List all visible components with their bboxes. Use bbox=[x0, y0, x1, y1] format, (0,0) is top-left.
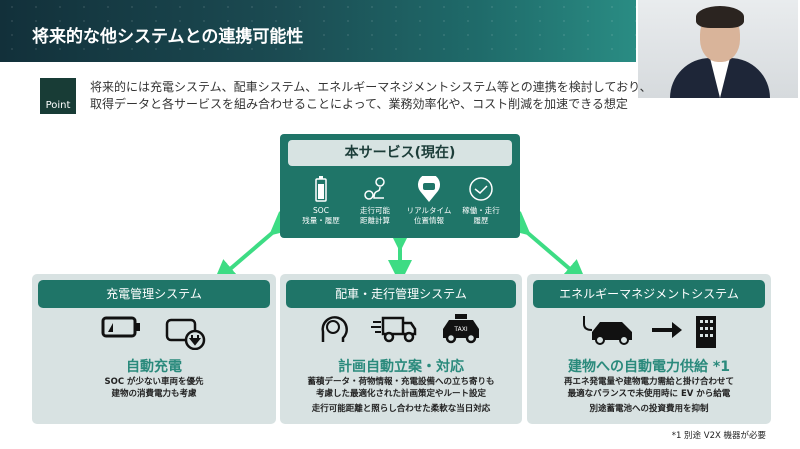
delivery-truck-icon bbox=[371, 316, 417, 343]
taxi-icon: TAXI bbox=[443, 314, 479, 344]
taxi-label: TAXI bbox=[453, 326, 467, 333]
ai-head-icon bbox=[321, 316, 348, 342]
card-desc: 別途蓄電池への投資費用を抑制 bbox=[589, 404, 709, 414]
feature-label: SOC bbox=[313, 206, 329, 215]
current-service-title: 本サービス(現在) bbox=[288, 140, 512, 166]
feature-label: リアルタイム bbox=[406, 206, 452, 215]
card-headline: 建物への自動電力供給 *1 bbox=[568, 359, 730, 375]
page-title: 将来的な他システムとの連携可能性 bbox=[32, 27, 304, 47]
card-headline: 計画自動立案・対応 bbox=[338, 359, 464, 375]
card-desc: SOC が少ない車両を優先 bbox=[104, 377, 204, 387]
arrow-left bbox=[212, 211, 295, 284]
feature-label: 履歴 bbox=[473, 216, 489, 225]
clock-icon bbox=[469, 177, 493, 201]
card-desc: 最適なバランスで未使用時に EV から給電 bbox=[567, 389, 731, 399]
charging-system-card: 充電管理システム 自動充電 SOC が少ない車両を優先建物の消費電力も考慮 bbox=[32, 274, 276, 424]
feature-label: 残量・履歴 bbox=[302, 216, 340, 225]
card-title: 配車・走行管理システム bbox=[286, 280, 516, 308]
footnote: *1 別途 V2X 機器が必要 bbox=[671, 431, 766, 441]
card-desc: 走行可能距離と照らし合わせた柔軟な当日対応 bbox=[311, 404, 491, 414]
card-desc: 建物の消費電力も考慮 bbox=[111, 389, 197, 399]
feature-label: 走行可能 bbox=[360, 206, 390, 215]
location-car-icon bbox=[418, 176, 440, 202]
card-desc: 蓄積データ・荷物情報・充電設備への立ち寄りも bbox=[307, 377, 495, 387]
card-desc: 再エネ発電量や建物電力需給と掛け合わせて bbox=[563, 377, 734, 387]
point-line: 将来的には充電システム、配車システム、エネルギーマネジメントシステム等との連携を… bbox=[90, 80, 652, 94]
card-title: 充電管理システム bbox=[38, 280, 270, 308]
building-icon bbox=[696, 316, 716, 348]
arrow-right bbox=[505, 211, 588, 284]
battery-icon bbox=[315, 176, 327, 202]
presenter-hair bbox=[696, 6, 744, 28]
energy-system-card: エネルギーマネジメントシステム 建物への自動電力供給 *1 再エネ発電量や建物電… bbox=[527, 274, 771, 424]
arrow-right-icon bbox=[652, 322, 682, 338]
feature-label: 稼働・走行 bbox=[462, 206, 500, 215]
feature-label: 位置情報 bbox=[414, 216, 444, 225]
feature-history: 稼働・走行履歴 bbox=[452, 176, 510, 226]
ev-car-icon bbox=[583, 316, 632, 345]
feature-route: 走行可能距離計算 bbox=[346, 176, 404, 226]
card-headline: 自動充電 bbox=[126, 359, 182, 375]
low-battery-icon bbox=[101, 316, 140, 338]
card-title: エネルギーマネジメントシステム bbox=[533, 280, 765, 308]
point-text: 将来的には充電システム、配車システム、エネルギーマネジメントシステム等との連携を… bbox=[90, 79, 652, 113]
feature-location: リアルタイム位置情報 bbox=[400, 176, 458, 226]
feature-label: 距離計算 bbox=[360, 216, 390, 225]
route-icon bbox=[364, 177, 385, 200]
webcam-video bbox=[636, 0, 800, 100]
point-badge: Point bbox=[40, 78, 76, 114]
dispatch-system-card: 配車・走行管理システム TAXI 計画自動立案・対応 蓄積データ・荷物情報・充電… bbox=[280, 274, 522, 424]
card-desc: 考慮した最適化された計画策定やルート設定 bbox=[315, 389, 486, 399]
car-charging-icon bbox=[165, 318, 206, 350]
point-line: 取得データと各サービスを組み合わせることによって、業務効率化や、コスト削減を加速… bbox=[90, 97, 628, 111]
